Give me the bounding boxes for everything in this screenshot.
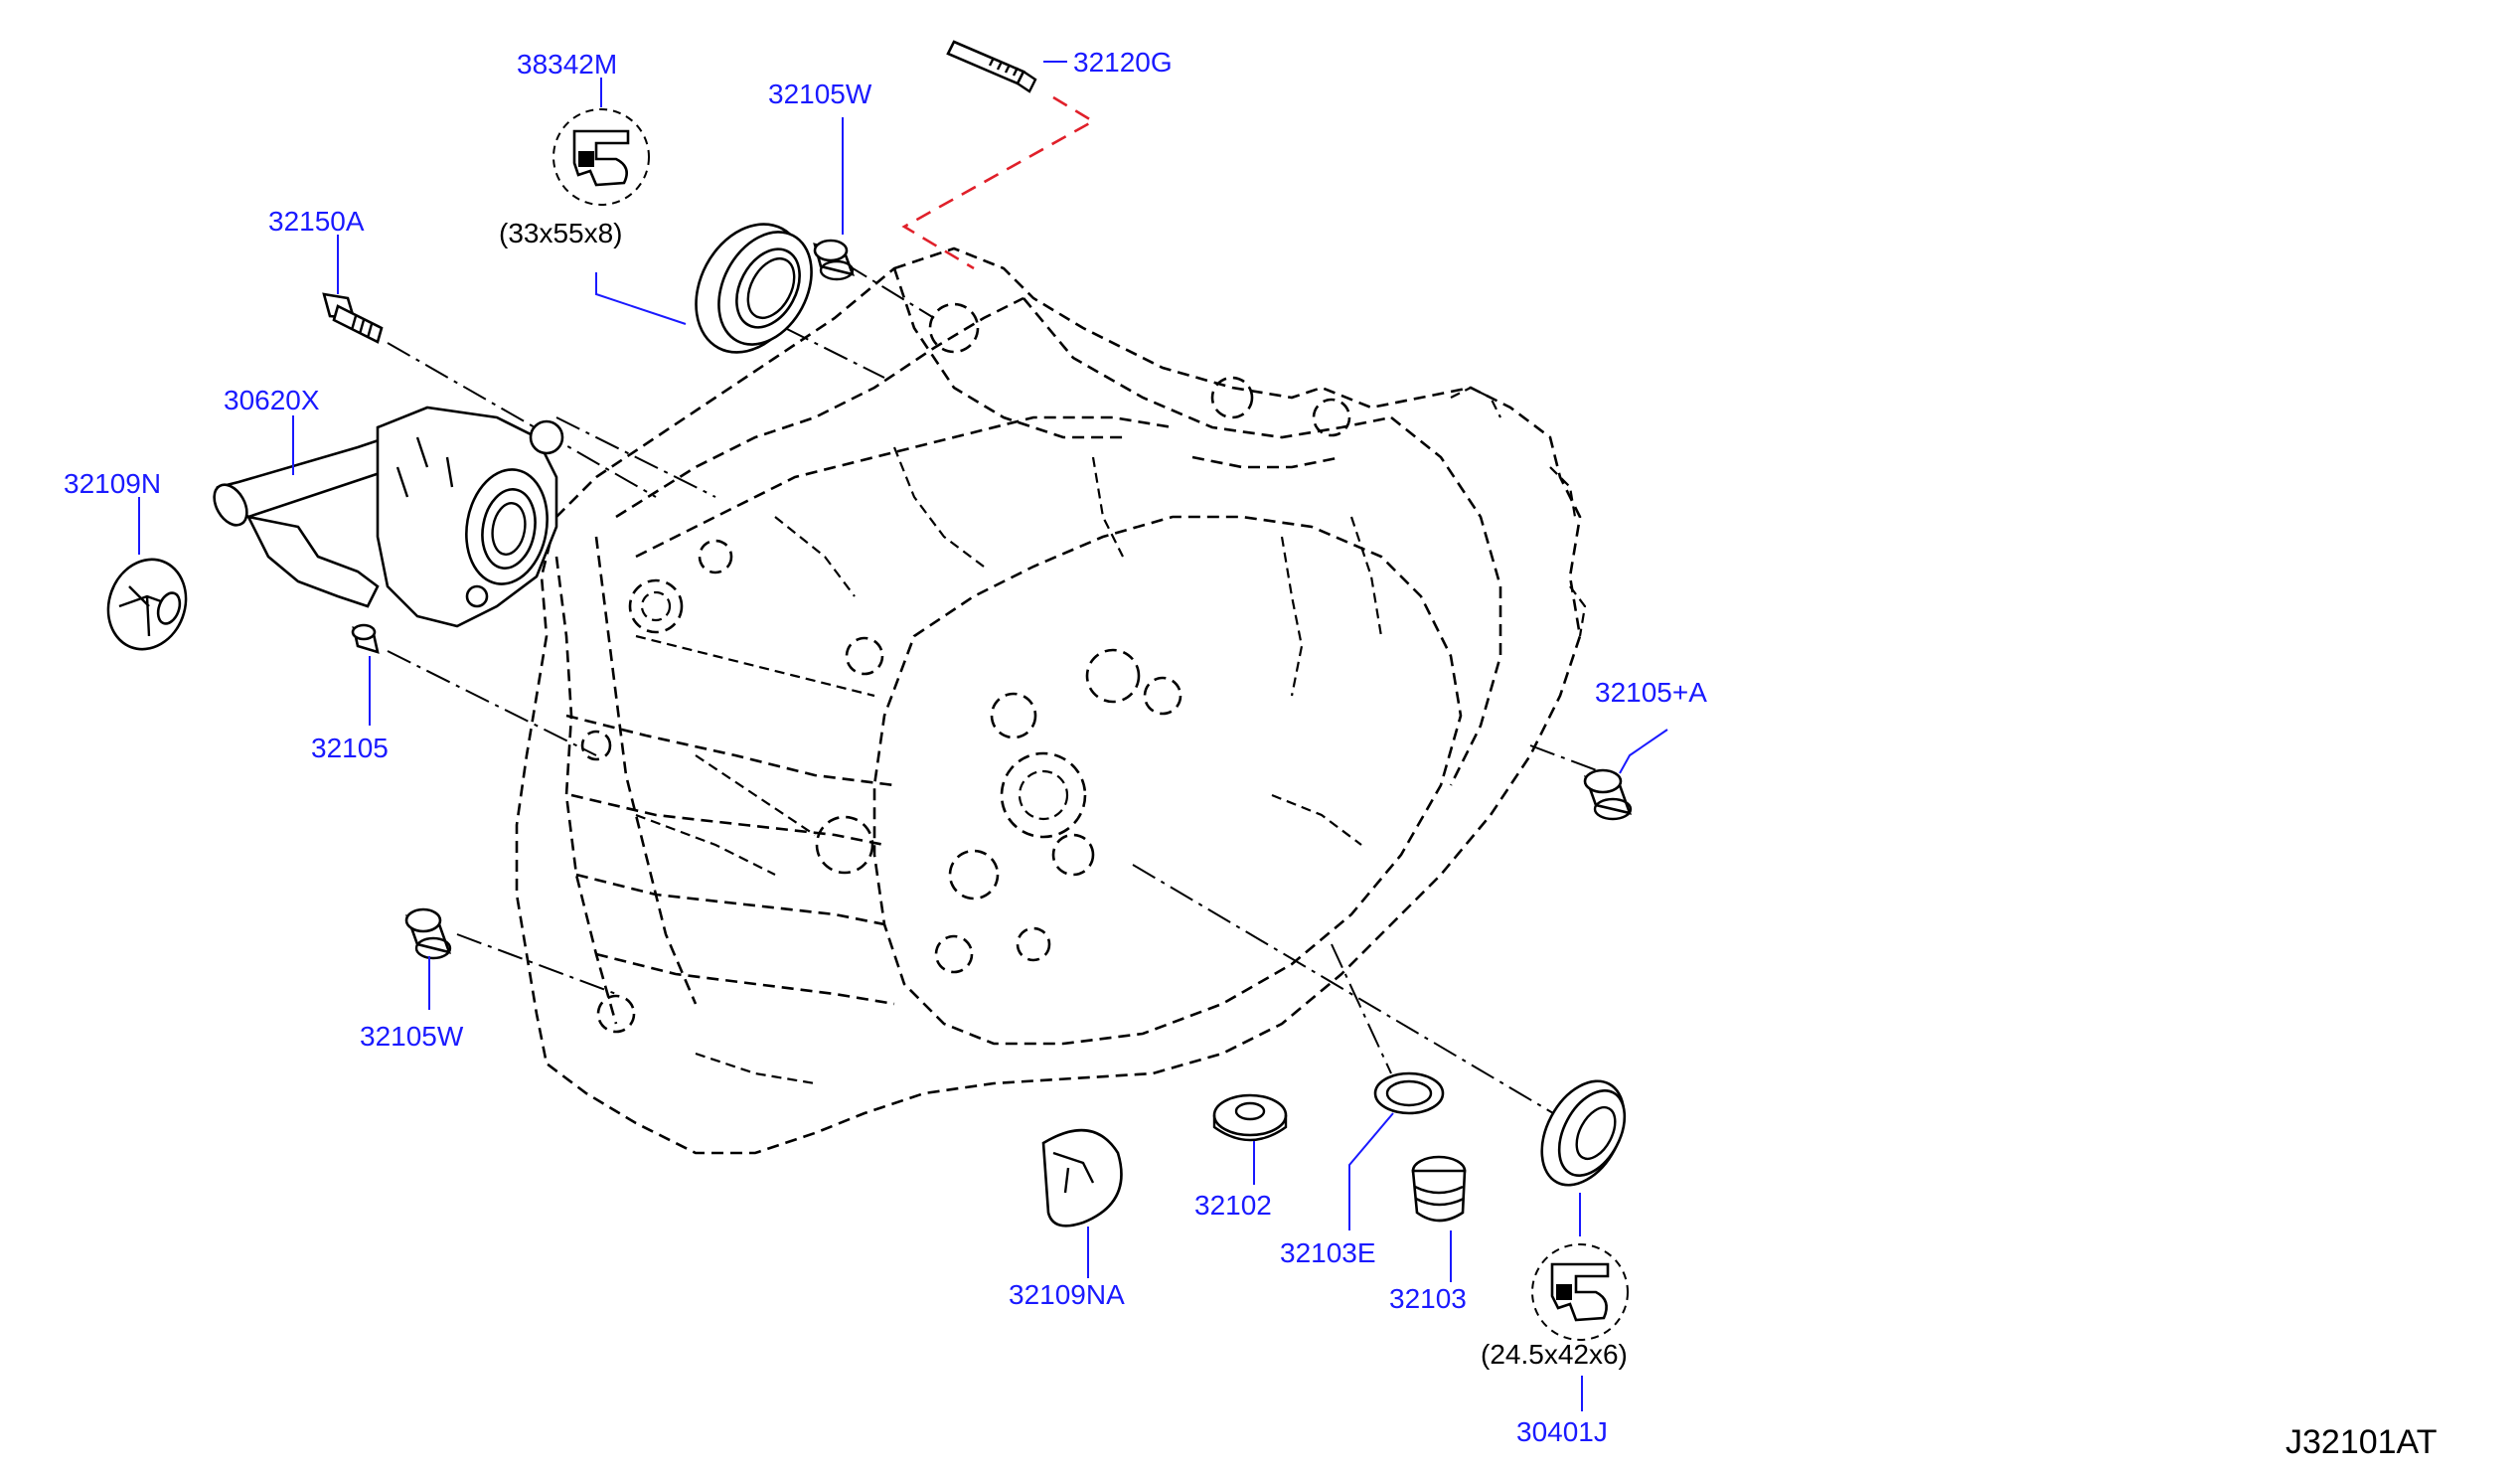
stud-32120G <box>946 40 1037 93</box>
diagram-id: J32101AT <box>2285 1423 2437 1461</box>
label-32109NA: 32109NA <box>1009 1279 1125 1310</box>
dimension-labels: (33x55x8) (24.5x42x6) <box>499 218 1628 1370</box>
plug-32103 <box>1411 1155 1467 1223</box>
label-32105plusA: 32105+A <box>1595 677 1707 708</box>
label-38342M: 38342M <box>517 49 617 80</box>
dowel-32105plusA <box>1583 768 1633 821</box>
label-32109N: 32109N <box>64 468 161 499</box>
release-bearing-30620X <box>213 406 564 628</box>
transmission-housing-outline <box>515 246 1587 1155</box>
dowel-32105W-top <box>813 239 856 281</box>
washer-32102 <box>1212 1093 1288 1142</box>
dowel-32105 <box>351 623 380 654</box>
bolt-32150A <box>322 292 384 344</box>
oil-seal-38342M <box>695 223 813 354</box>
seal-cross-section-top <box>552 108 650 206</box>
label-30620X: 30620X <box>224 385 320 415</box>
gasket-32103E <box>1373 1071 1445 1115</box>
cover-32109N <box>106 558 188 651</box>
label-32102: 32102 <box>1194 1190 1272 1221</box>
dowel-32105W-bottom <box>404 907 452 960</box>
label-32105W-bottom: 32105W <box>360 1021 464 1052</box>
leader-lines <box>138 61 1668 1411</box>
label-32150A: 32150A <box>268 206 365 237</box>
cover-32109NA <box>1041 1128 1123 1228</box>
part-labels: 38342M 32105W 32120G 32150A 30620X 32109… <box>64 47 1707 1447</box>
dimension-seal-bottom: (24.5x42x6) <box>1481 1339 1628 1370</box>
label-32103: 32103 <box>1389 1283 1467 1314</box>
stud-reference-line <box>901 95 1096 270</box>
label-32120G: 32120G <box>1073 47 1173 78</box>
label-32105: 32105 <box>311 733 389 763</box>
label-30401J: 30401J <box>1516 1416 1608 1447</box>
dimension-seal-top: (33x55x8) <box>499 218 623 248</box>
seal-cross-section-bottom <box>1531 1243 1629 1341</box>
assembly-centerlines <box>387 262 1611 1124</box>
label-32103E: 32103E <box>1280 1237 1376 1268</box>
oil-seal-30401J <box>1540 1079 1627 1187</box>
label-32105W-top: 32105W <box>768 79 872 109</box>
